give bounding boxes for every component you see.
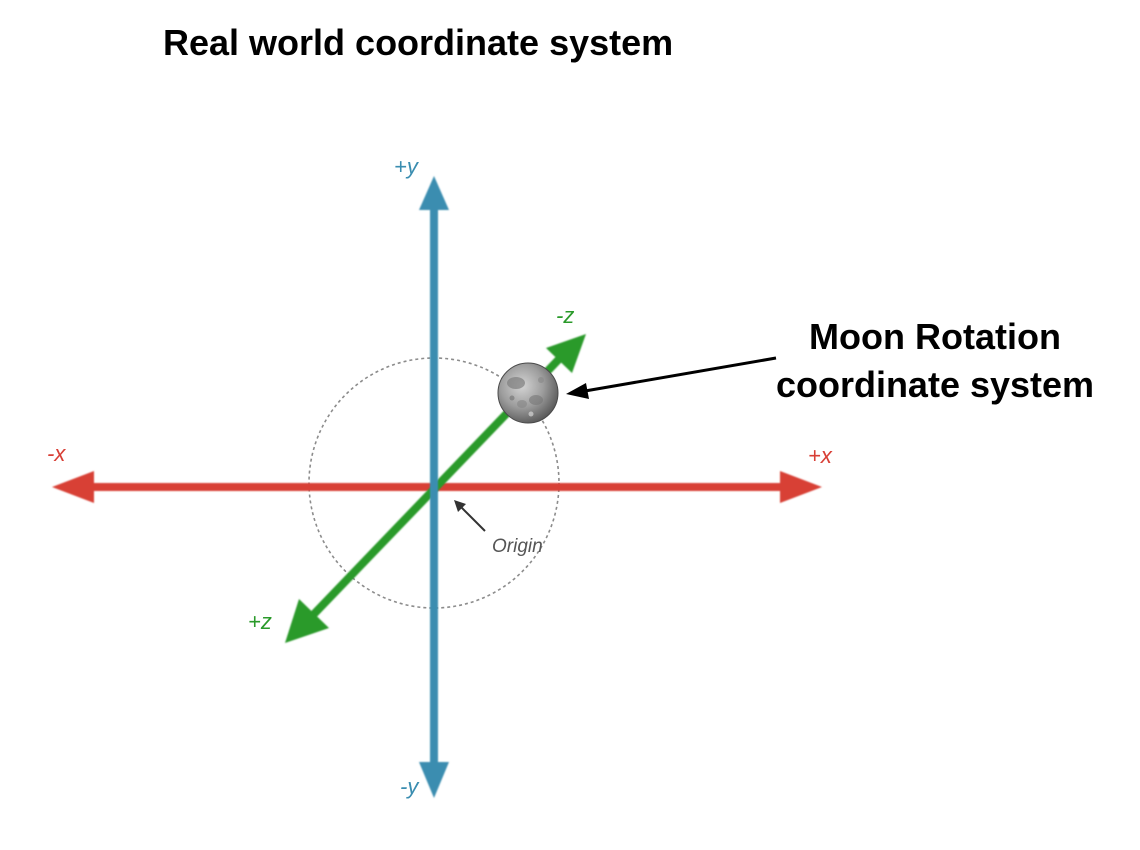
moon-rotation-callout: Moon Rotation coordinate system [745, 313, 1125, 409]
plus-y-arrowhead [419, 176, 449, 210]
minus-y-label: -y [400, 774, 419, 799]
plus-x-label: +x [808, 443, 832, 468]
origin-pointer-arrow [454, 500, 486, 532]
plus-z-arrowhead [285, 599, 329, 643]
y-axis [419, 176, 449, 798]
minus-x-label: -x [47, 441, 66, 466]
diagram-title: Real world coordinate system [163, 22, 674, 63]
callout-line-1: Moon Rotation [809, 316, 1061, 357]
callout-line-2: coordinate system [775, 364, 1095, 405]
minus-z-label: -z [556, 303, 575, 328]
moon-icon [497, 362, 559, 424]
plus-x-arrowhead [780, 471, 822, 503]
plus-y-label: +y [394, 154, 418, 179]
minus-x-arrowhead [52, 471, 94, 503]
origin-label: Origin [492, 536, 543, 557]
minus-y-arrowhead [419, 762, 449, 798]
plus-z-label: +z [248, 609, 272, 634]
callout-arrow [566, 356, 777, 399]
minus-z-arrowhead [546, 334, 586, 373]
